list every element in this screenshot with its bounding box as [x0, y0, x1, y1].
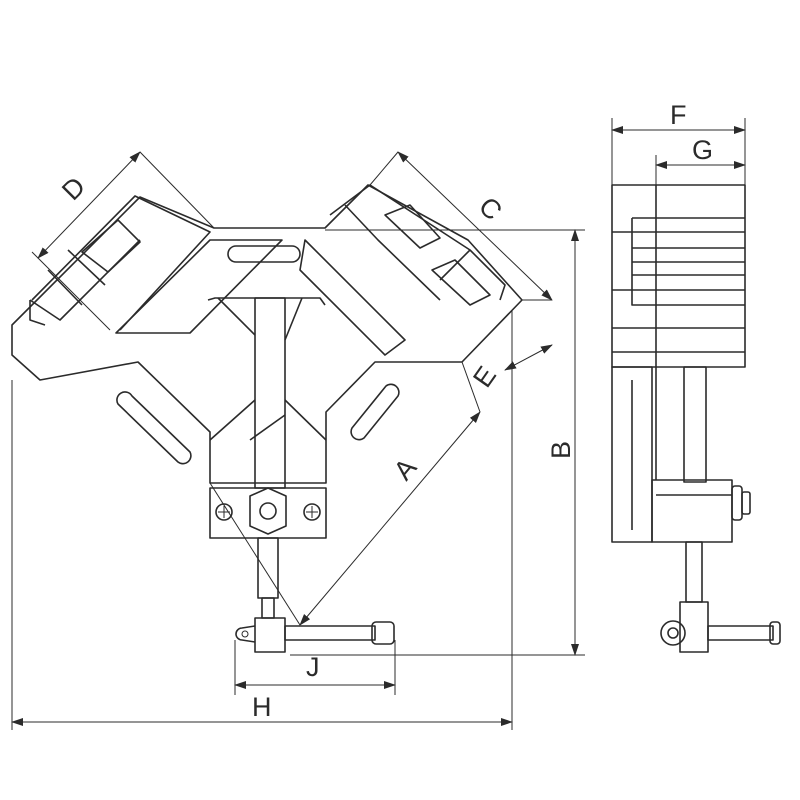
clamp-body	[11, 184, 523, 484]
label-e: E	[467, 361, 502, 393]
label-a: A	[388, 453, 423, 486]
side-plate	[651, 479, 733, 543]
dim-d-line	[37, 151, 141, 259]
front-view	[11, 184, 523, 653]
label-f: F	[670, 100, 687, 130]
side-view	[611, 184, 781, 653]
dimensions: H J B F G D C A E	[11, 100, 746, 730]
dim-c-line	[397, 151, 553, 301]
inner-channel-right	[299, 239, 406, 356]
label-j: J	[306, 652, 320, 682]
left-slot	[116, 391, 192, 465]
label-b: B	[546, 441, 576, 459]
label-c: C	[473, 191, 508, 226]
right-slot	[350, 383, 400, 441]
screw-column	[207, 297, 327, 489]
top-slot	[227, 245, 301, 263]
label-g: G	[692, 135, 713, 165]
dim-a-line	[299, 411, 481, 626]
side-body	[611, 184, 746, 368]
right-jaw	[329, 184, 506, 306]
side-column	[611, 366, 653, 543]
dim-e-line	[504, 344, 553, 371]
pressure-plate	[209, 487, 327, 539]
screw-handle	[235, 537, 395, 653]
label-d: D	[56, 171, 91, 206]
label-h: H	[252, 692, 272, 722]
inner-channel-left	[115, 239, 283, 334]
